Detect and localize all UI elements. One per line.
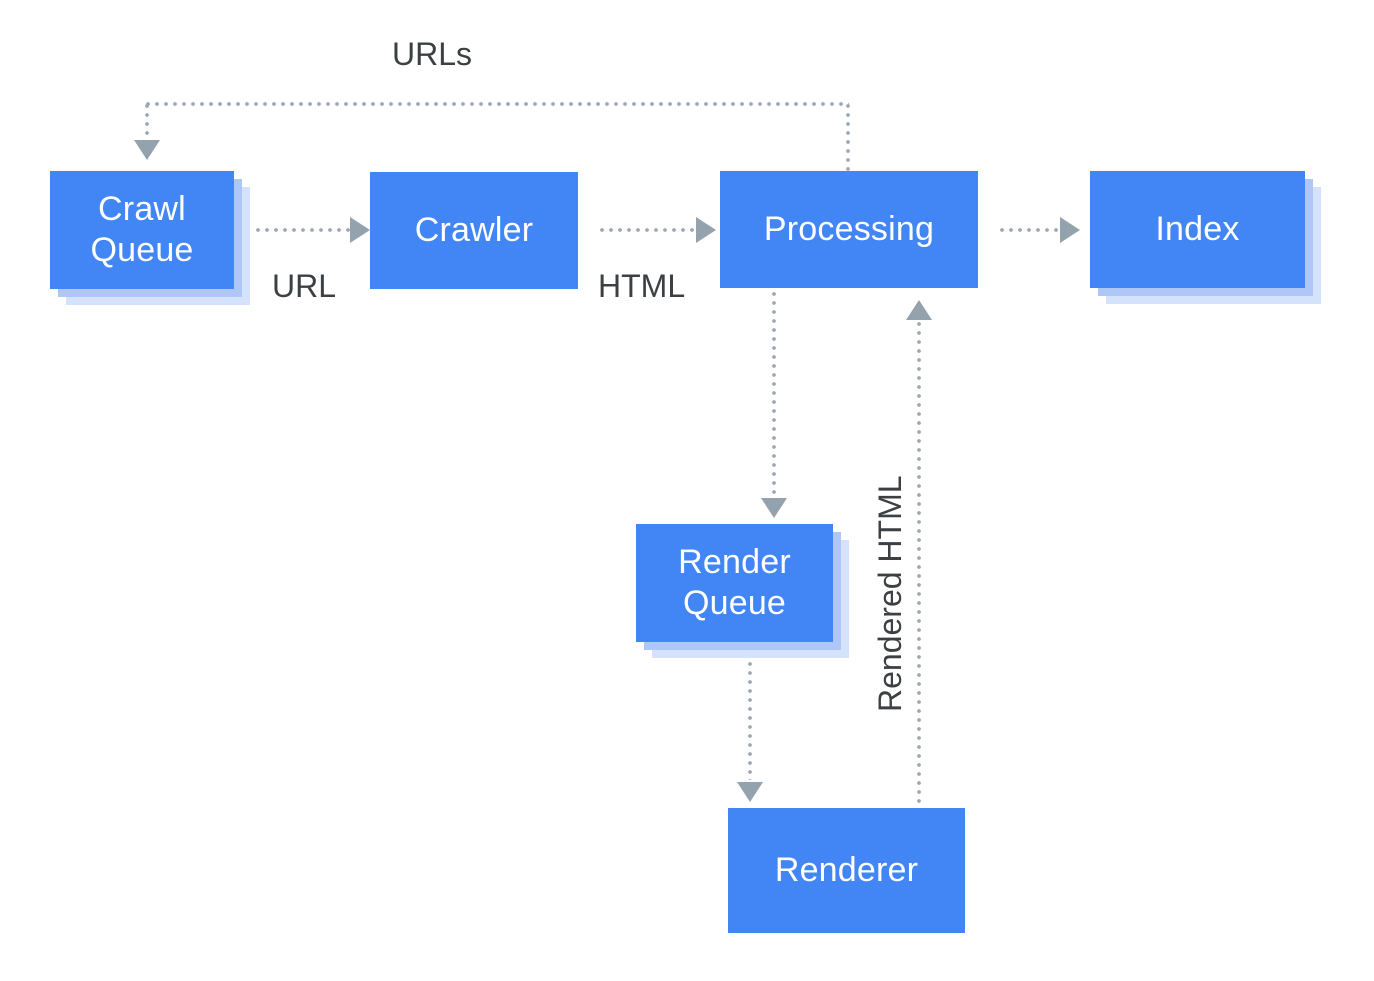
edge-rendered-html-line bbox=[917, 322, 921, 808]
node-render-queue[interactable]: Render Queue bbox=[636, 524, 849, 658]
edge-label-html: HTML bbox=[598, 268, 686, 304]
node-front-layer bbox=[636, 524, 833, 642]
edge-urls-descender bbox=[145, 104, 149, 140]
edge-html-arrowhead bbox=[696, 217, 716, 243]
edge-render-queue-renderer-arrowhead bbox=[737, 782, 763, 802]
edge-url-line bbox=[256, 228, 352, 232]
edge-processing-index-arrowhead bbox=[1060, 217, 1080, 243]
node-front-layer bbox=[50, 171, 234, 289]
edge-urls-riser bbox=[846, 104, 850, 174]
edge-html-line bbox=[600, 228, 696, 232]
node-front-layer bbox=[1090, 171, 1305, 288]
node-label-processing: Processing bbox=[763, 209, 935, 248]
edge-label-urls: URLs bbox=[392, 36, 473, 72]
edge-urls-arrowhead bbox=[134, 140, 160, 160]
edge-processing-render-queue-line bbox=[772, 292, 776, 496]
edge-label-rendered-html: Rendered HTML bbox=[872, 475, 908, 712]
node-label-crawler: Crawler bbox=[414, 210, 534, 249]
node-front-layer bbox=[720, 171, 978, 288]
node-crawl-queue[interactable]: Crawl Queue bbox=[50, 171, 250, 305]
node-processing[interactable]: Processing bbox=[720, 171, 978, 288]
node-label-renderer: Renderer bbox=[774, 850, 919, 889]
node-label-crawl-queue: Crawl Queue bbox=[90, 189, 194, 269]
edge-label-url: URL bbox=[272, 268, 337, 304]
edge-urls-crossbar bbox=[146, 102, 849, 106]
node-front-layer bbox=[370, 172, 578, 289]
node-crawler[interactable]: Crawler bbox=[370, 172, 578, 289]
node-label-index: Index bbox=[1155, 209, 1240, 248]
edge-render-queue-renderer-line bbox=[748, 662, 752, 780]
edge-processing-render-queue-arrowhead bbox=[761, 498, 787, 518]
edge-processing-index-line bbox=[1000, 228, 1060, 232]
edge-rendered-html-arrowhead bbox=[906, 300, 932, 320]
node-front-layer bbox=[728, 808, 965, 933]
node-label-render-queue: Render Queue bbox=[678, 542, 791, 622]
edge-url-arrowhead bbox=[350, 217, 370, 243]
node-renderer[interactable]: Renderer bbox=[728, 808, 965, 933]
node-index[interactable]: Index bbox=[1090, 171, 1321, 304]
